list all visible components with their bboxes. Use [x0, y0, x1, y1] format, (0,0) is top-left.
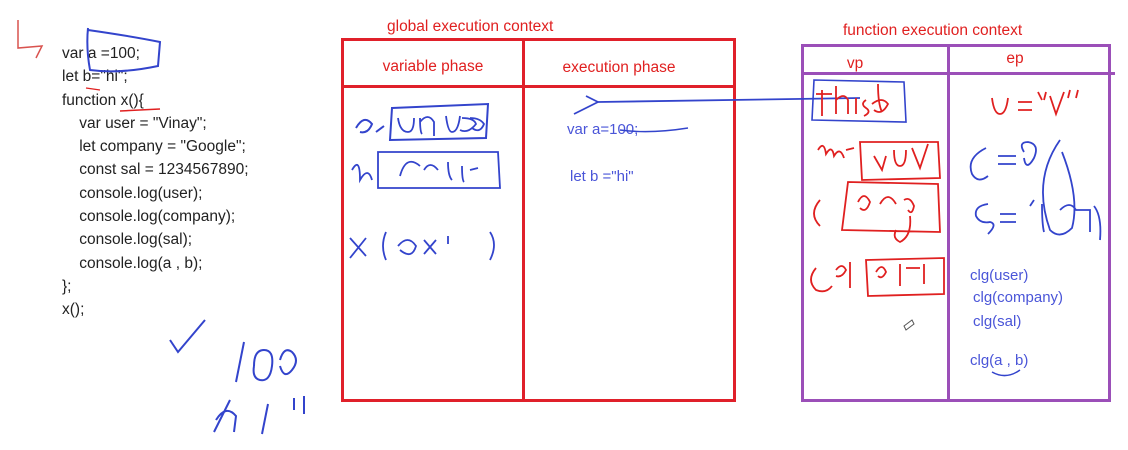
- code-highlight-box: [86, 27, 162, 73]
- code-line: console.log(user);: [62, 184, 203, 202]
- pen-cursor-icon: [903, 319, 915, 331]
- code-line: var user = "Vinay";: [62, 114, 207, 132]
- ep-line-a-b: clg(a , b): [970, 352, 1029, 369]
- ab-underline: [991, 369, 1021, 377]
- user-value-note: [991, 89, 1079, 117]
- function-header-divider: [801, 72, 1115, 75]
- handwriting-100-hi: [213, 341, 305, 435]
- code-line: };: [62, 277, 72, 295]
- check-mark: [169, 319, 206, 354]
- company-value-note: [969, 139, 1076, 236]
- variable-phase-label: variable phase: [382, 58, 484, 75]
- context-arrow-head: [573, 95, 599, 115]
- function-context-title: function execution context: [843, 22, 1023, 39]
- global-context-title: global execution context: [387, 18, 554, 35]
- global-context-box: [341, 38, 736, 402]
- strike-var-a: [619, 127, 689, 133]
- corner-scribble: [17, 20, 44, 59]
- ep-line-company: clg(company): [973, 289, 1064, 306]
- company-note: [813, 181, 941, 244]
- code-line: console.log(company);: [62, 208, 236, 226]
- this-scribble: [816, 83, 890, 117]
- code-line: let b="hi";: [62, 68, 128, 86]
- code-tick-mark: [85, 87, 101, 91]
- function-column-divider: [947, 44, 950, 402]
- vp-label: vp: [846, 55, 864, 72]
- execution-phase-label: execution phase: [562, 59, 676, 76]
- code-line: x();: [62, 301, 85, 319]
- code-line: console.log(a , b);: [62, 254, 203, 272]
- code-line: var a =100;: [62, 45, 140, 62]
- ep-line-user: clg(user): [970, 267, 1029, 284]
- code-line: console.log(sal);: [62, 231, 193, 249]
- code-line: let company = "Google";: [62, 138, 246, 156]
- global-header-divider: [341, 85, 736, 88]
- execution-line-let-b: let b ="hi": [570, 168, 634, 185]
- ep-label: ep: [1006, 50, 1024, 67]
- context-arrow-line: [597, 97, 861, 103]
- code-line: function x(){: [62, 91, 144, 109]
- code-underline: [119, 108, 161, 112]
- sal-note: [810, 257, 945, 297]
- var-b-note: [351, 151, 501, 189]
- code-line: const sal = 1234567890;: [62, 161, 249, 179]
- var-a-undefined-note: [355, 102, 490, 142]
- undefined-scribble: [397, 115, 486, 136]
- execution-line-var-a: var a=100;: [567, 121, 639, 138]
- function-context-box: [801, 44, 1111, 402]
- code-listing: var a =100; let b="hi"; function x(){ va…: [62, 42, 249, 322]
- sal-value-note: [974, 199, 1102, 241]
- user-note: [817, 141, 941, 181]
- function-x-note: [349, 231, 495, 261]
- global-column-divider: [522, 38, 525, 402]
- this-box: [811, 79, 907, 123]
- ep-line-sal: clg(sal): [973, 313, 1022, 330]
